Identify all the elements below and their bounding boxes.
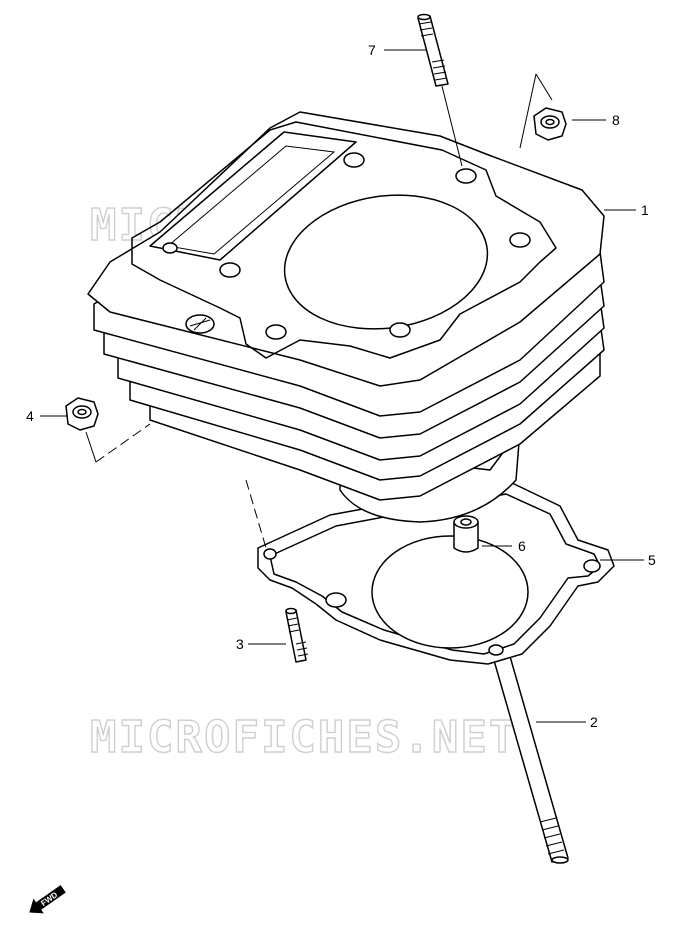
watermark-bottom: MICROFICHES.NET: [90, 712, 517, 763]
top-stud-bolt: [417, 13, 463, 167]
leader-lines: [40, 49, 644, 723]
short-stud-bolt: [285, 607, 309, 663]
fwd-arrow-icon: [29, 885, 66, 914]
callout-7: 7: [368, 42, 376, 58]
callout-8: 8: [612, 112, 620, 128]
dowel-pin: [453, 515, 479, 553]
cylinder-block: [87, 111, 605, 523]
fwd-arrow-badge: FWD: [29, 885, 66, 914]
flange-nut-top: [519, 73, 567, 149]
flange-nut-side: [65, 397, 99, 463]
callout-2: 2: [590, 714, 598, 730]
callout-1: 1: [641, 202, 649, 218]
alignment-line-left: [245, 479, 267, 549]
cylinder-base-gasket: [257, 481, 615, 665]
callout-3: 3: [236, 636, 244, 652]
callout-5: 5: [648, 552, 656, 568]
alignment-line-nut: [95, 423, 151, 463]
callout-4: 4: [26, 408, 34, 424]
callout-6: 6: [518, 538, 526, 554]
